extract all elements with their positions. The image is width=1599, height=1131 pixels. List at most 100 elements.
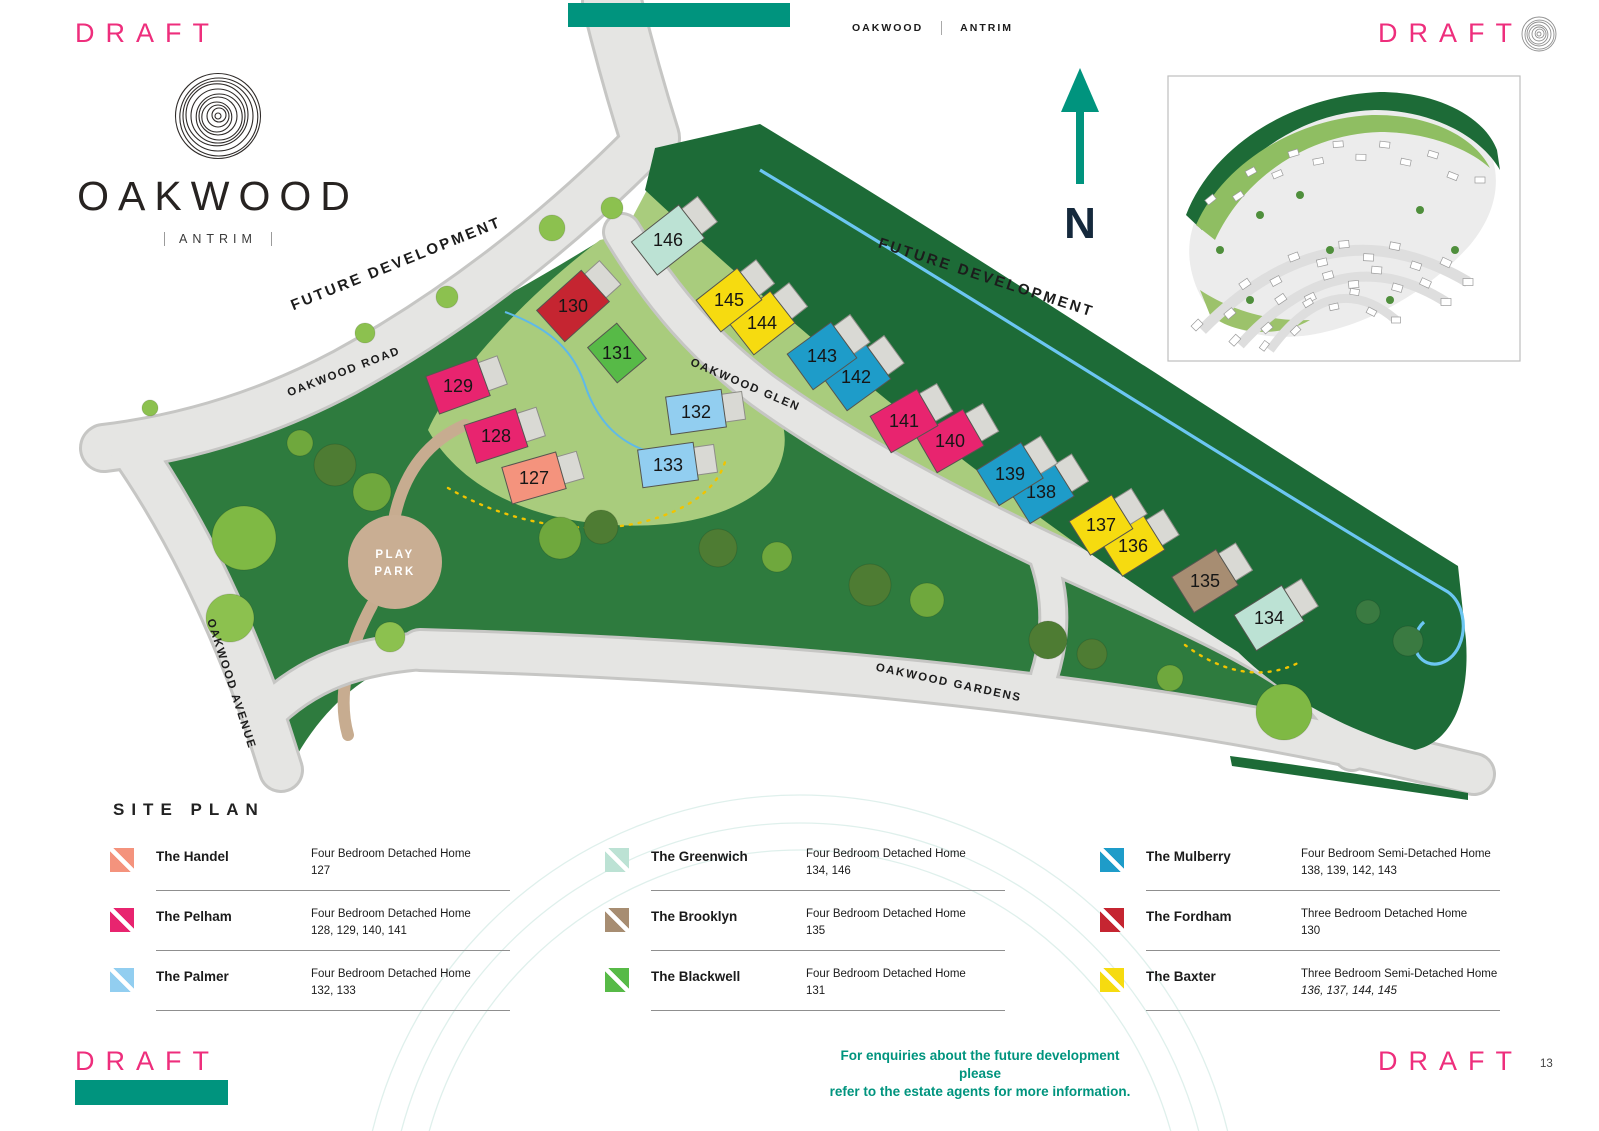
plot-number-138: 138 — [1026, 482, 1056, 502]
north-arrow: N — [1061, 68, 1099, 248]
house-type-description: Four Bedroom Detached Home — [806, 968, 966, 980]
legend-item-details: Four Bedroom Detached Home 127 — [311, 848, 510, 877]
plot-number-132: 132 — [681, 402, 711, 422]
legend-item-details: Four Bedroom Detached Home 134, 146 — [806, 848, 1005, 877]
plot-number-144: 144 — [747, 313, 777, 333]
legend-item-body: The Baxter Three Bedroom Semi-Detached H… — [1146, 968, 1500, 1011]
plot-141: 141 — [869, 382, 954, 454]
legend-item-details: Four Bedroom Detached Home 135 — [806, 908, 1005, 937]
house-type-description: Four Bedroom Semi-Detached Home — [1301, 848, 1491, 860]
house-type-plot-numbers: 127 — [311, 865, 331, 877]
plot-139: 139 — [976, 435, 1059, 507]
plot-number-129: 129 — [443, 376, 473, 396]
logo-brand-text: OAKWOOD — [77, 173, 359, 219]
legend-item-body: The Greenwich Four Bedroom Detached Home… — [651, 848, 1005, 891]
draft-watermark-bottom-left: DRAFT — [75, 1046, 220, 1076]
house-type-plot-numbers: 132, 133 — [311, 985, 356, 997]
plot-number-136: 136 — [1118, 536, 1148, 556]
house-type-swatch — [1100, 848, 1124, 872]
plot-137: 137 — [1068, 487, 1148, 556]
house-type-plot-numbers: 128, 129, 140, 141 — [311, 925, 407, 937]
plot-131: 131 — [586, 322, 648, 384]
legend-item-pelham: The Pelham Four Bedroom Detached Home 12… — [110, 908, 510, 951]
oakwood-logo: OAKWOOD ANTRIM — [53, 70, 383, 246]
play-park-label-line1: PLAY — [375, 549, 414, 561]
house-type-swatch — [110, 848, 134, 872]
house-type-name: The Greenwich — [651, 849, 748, 864]
legend-item-brooklyn: The Brooklyn Four Bedroom Detached Home … — [605, 908, 1005, 951]
house-type-swatch — [605, 908, 629, 932]
plot-133: 133 — [637, 441, 719, 489]
legend-item-details: Four Bedroom Semi-Detached Home 138, 139… — [1301, 848, 1500, 877]
header-brand: OAKWOOD — [852, 22, 924, 34]
plot-142: 142 — [820, 334, 905, 412]
house-type-swatch — [110, 968, 134, 992]
legend-item-details: Four Bedroom Detached Home 128, 129, 140… — [311, 908, 510, 937]
logo-location-text: ANTRIM — [179, 232, 257, 246]
house-type-swatch — [1100, 908, 1124, 932]
plot-127: 127 — [501, 450, 585, 505]
house-type-description: Four Bedroom Detached Home — [806, 848, 966, 860]
plot-number-135: 135 — [1190, 571, 1220, 591]
plot-number-139: 139 — [995, 464, 1025, 484]
legend-item-body: The Pelham Four Bedroom Detached Home 12… — [156, 908, 510, 951]
plot-number-131: 131 — [602, 343, 632, 363]
header-divider — [941, 21, 943, 35]
overview-inset-map — [1167, 75, 1521, 362]
house-type-name: The Fordham — [1146, 909, 1232, 924]
legend-item-body: The Mulberry Four Bedroom Semi-Detached … — [1146, 848, 1500, 891]
stream — [759, 168, 1465, 666]
header-accent-bar — [568, 3, 790, 27]
plot-number-134: 134 — [1254, 608, 1284, 628]
plot-number-140: 140 — [935, 431, 965, 451]
legend-item-body: The Fordham Three Bedroom Detached Home … — [1146, 908, 1500, 951]
house-type-description: Four Bedroom Detached Home — [311, 908, 471, 920]
enquiries-note-line1: For enquiries about the future developme… — [840, 1048, 1120, 1082]
house-type-plot-numbers: 138, 139, 142, 143 — [1301, 865, 1397, 877]
plot-128: 128 — [463, 406, 546, 464]
plot-129: 129 — [425, 355, 508, 415]
legend-item-baxter: The Baxter Three Bedroom Semi-Detached H… — [1100, 968, 1500, 1011]
tree-rings-mark-icon — [1521, 16, 1557, 52]
plot-number-128: 128 — [481, 426, 511, 446]
house-type-name: The Pelham — [156, 909, 232, 924]
legend-item-body: The Blackwell Four Bedroom Detached Home… — [651, 968, 1005, 1011]
plot-140: 140 — [915, 402, 1000, 474]
plot-number-143: 143 — [807, 346, 837, 366]
legend-item-handel: The Handel Four Bedroom Detached Home 12… — [110, 848, 510, 891]
plot-144: 144 — [728, 282, 809, 356]
boundary-lines — [446, 311, 1302, 674]
legend-item-details: Three Bedroom Semi-Detached Home 136, 13… — [1301, 968, 1500, 997]
logo-location-row: ANTRIM — [53, 232, 383, 246]
plot-136: 136 — [1100, 508, 1180, 577]
header-location: ANTRIM — [960, 22, 1013, 34]
house-type-name: The Brooklyn — [651, 909, 738, 924]
trees-layer — [141, 196, 1424, 741]
legend-item-details: Three Bedroom Detached Home 130 — [1301, 908, 1500, 937]
enquiries-note-line2: refer to the estate agents for more info… — [829, 1084, 1131, 1100]
house-type-description: Four Bedroom Detached Home — [311, 848, 471, 860]
plot-143: 143 — [786, 313, 871, 391]
watermark-rings — [371, 794, 1229, 1131]
house-type-description: Four Bedroom Detached Home — [311, 968, 471, 980]
house-type-swatch — [605, 968, 629, 992]
house-type-legend: The Handel Four Bedroom Detached Home 12… — [110, 848, 1500, 1011]
house-type-swatch — [110, 908, 134, 932]
play-park-label-line2: PARK — [374, 566, 415, 578]
footer-accent-bar — [75, 1080, 228, 1105]
plot-132: 132 — [665, 388, 747, 436]
future-development-band — [645, 124, 1468, 800]
legend-item-greenwich: The Greenwich Four Bedroom Detached Home… — [605, 848, 1005, 891]
plot-number-127: 127 — [519, 468, 549, 488]
house-type-description: Four Bedroom Detached Home — [806, 908, 966, 920]
house-type-plot-numbers: 136, 137, 144, 145 — [1301, 985, 1397, 997]
draft-watermark-top-right: DRAFT — [1378, 18, 1523, 48]
house-type-name: The Handel — [156, 849, 229, 864]
house-type-plot-numbers: 135 — [806, 925, 826, 937]
plot-number-142: 142 — [841, 367, 871, 387]
plot-number-133: 133 — [653, 455, 683, 475]
draft-watermark-bottom-right: DRAFT — [1378, 1046, 1523, 1076]
house-type-plot-numbers: 134, 146 — [806, 865, 851, 877]
legend-item-details: Four Bedroom Detached Home 132, 133 — [311, 968, 510, 997]
